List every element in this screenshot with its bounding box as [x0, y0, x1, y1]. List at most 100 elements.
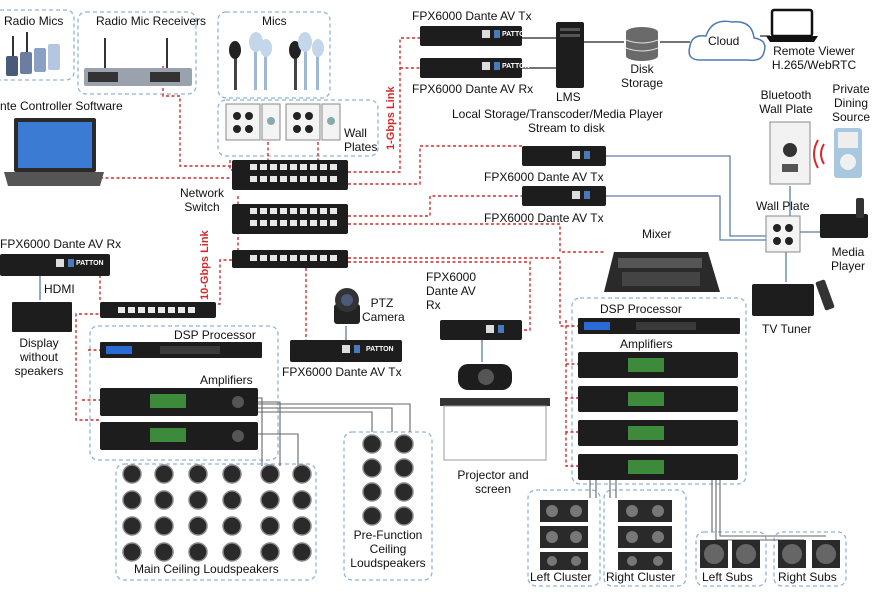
display-label: Display without speakers: [14, 336, 64, 378]
link-smallswitch-dsp: [75, 313, 104, 421]
ipod-icon: [834, 128, 862, 178]
fpx-tx-mid2-label: FPX6000 Dante AV Tx: [484, 211, 604, 225]
bluetooth-wall-plate-label: Bluetooth Wall Plate: [759, 88, 813, 116]
radio-mics-group: [0, 9, 75, 81]
dsp-processor-right-icon: [578, 318, 740, 334]
left-subs-label: Left Subs: [702, 570, 753, 584]
wall-plate-xlr-icons: [225, 103, 341, 141]
local-storage-label: Local Storage/Transcoder/Media Player: [452, 107, 663, 121]
wall-plates-label: Wall Plates: [344, 126, 378, 154]
left-cluster-speakers-icons: [540, 500, 588, 570]
microphones-icon: [229, 32, 324, 90]
projection-screen-icon: [440, 398, 550, 461]
laptop-icon: [4, 118, 104, 186]
left-audio-group: [89, 325, 279, 461]
radio-mics-label: Radio Mics: [4, 14, 64, 28]
left-subs-icons: [700, 540, 760, 568]
lms-server-icon: [556, 22, 584, 88]
right-audio-group: [571, 297, 747, 485]
wire-left-prefunction: [258, 403, 411, 432]
left-subs-group: [695, 531, 767, 587]
lms-label: LMS: [556, 90, 581, 104]
remote-viewer-label: Remote Viewer H.265/WebRTC: [771, 44, 857, 72]
main-ceiling-label: Main Ceiling Loudspeakers: [134, 562, 279, 576]
receivers-group: [77, 11, 197, 95]
dsp-left-label: DSP Processor: [174, 328, 256, 342]
link-switch3-proj: [348, 261, 531, 331]
mixer-icon: [604, 252, 720, 292]
radio-receiver-icon: [84, 38, 192, 86]
link-mixer: [348, 223, 606, 253]
link-tx1-switch: [348, 145, 522, 185]
link-wallplates-switch: [267, 142, 319, 160]
right-subs-label: Right Subs: [778, 570, 837, 584]
mixer-label: Mixer: [642, 227, 672, 241]
link-tx1-wallplate: [606, 155, 766, 237]
fpx-rx-top-label: FPX6000 Dante AV Rx: [412, 82, 534, 96]
amplifiers-left-icon: [100, 388, 258, 450]
pre-function-group: [343, 431, 433, 581]
brand-mark-rx-top: PATTON: [502, 63, 530, 70]
amplifiers-left-label: Amplifiers: [200, 373, 253, 387]
remote-controller-software-label: nte Controller Software: [0, 99, 123, 113]
fpx-tx-mid1-device: [522, 146, 606, 166]
link-1gbps-label: 1-Gbps Link: [385, 86, 397, 150]
left-cluster-group: [527, 489, 601, 587]
media-player-label: Media Player: [830, 245, 865, 273]
disk-storage-icon: [625, 27, 659, 61]
right-cluster-group: [603, 489, 687, 587]
link-10gbps-label: 10-Gbps Link: [199, 230, 211, 300]
dsp-right-label: DSP Processor: [600, 302, 682, 316]
fpx-tx-mid1-label: FPX6000 Dante AV Tx: [484, 170, 604, 184]
link-switch3-right: [348, 257, 578, 327]
dsp-processor-left-icon: [100, 342, 262, 358]
private-dining-source-label: Private Dining Source: [831, 82, 871, 124]
bluetooth-wall-plate-icon: [769, 121, 811, 185]
amplifiers-right-icon: [578, 352, 738, 480]
wire-right-clusters: [589, 474, 617, 498]
stream-to-disk-label: Stream to disk: [528, 121, 605, 135]
right-cluster-speakers-icons: [618, 500, 672, 570]
amplifiers-right-label: Amplifiers: [620, 337, 673, 351]
network-switch-2: [232, 204, 348, 234]
tv-tuner-label: TV Tuner: [762, 322, 812, 336]
media-player-icon: [820, 198, 868, 238]
pre-function-label: Pre-Function Ceiling Loudspeakers: [350, 528, 426, 570]
fpx-rx-top-device: [420, 58, 522, 78]
network-switch-3: [232, 250, 348, 268]
main-ceiling-group: [115, 463, 317, 581]
cloud-icon: [688, 20, 766, 62]
fpx-rx-left-label: FPX6000 Dante AV Rx: [0, 237, 122, 251]
wire-right-subs: [711, 474, 826, 541]
cloud-label: Cloud: [708, 34, 740, 48]
wire-left-main: [258, 397, 299, 466]
link-1gbps: [348, 37, 420, 173]
radio-mics-icon: [6, 32, 60, 76]
link-tx2-wallplate: [606, 195, 766, 241]
hdmi-label: HDMI: [44, 282, 75, 296]
brand-mark-rx-left: PATTON: [76, 260, 104, 267]
wall-plate-label: Wall Plate: [756, 199, 810, 213]
fpx-tx-top-label: FPX6000 Dante AV Tx: [412, 9, 532, 23]
link-right-amps: [565, 320, 578, 467]
ptz-camera-icon: [334, 288, 360, 324]
display-icon: [12, 302, 72, 332]
network-switch-label: Network Switch: [179, 186, 224, 214]
main-ceiling-speakers-icons: [122, 464, 312, 562]
fpx-rx-proj-device: [440, 320, 522, 340]
right-cluster-label: Right Cluster: [606, 570, 676, 584]
fpx-rx-proj-label: FPX6000 Dante AV Rx: [426, 270, 477, 312]
small-network-switch: [100, 302, 216, 318]
pre-function-speakers-icons: [362, 434, 414, 526]
remote-viewer-laptop-icon: [766, 8, 818, 42]
right-subs-icons: [778, 540, 840, 568]
fpx-rx-left-device: [0, 254, 110, 276]
radio-mic-receivers-label: Radio Mic Receivers: [96, 14, 207, 28]
network-switch-1: [232, 160, 348, 190]
fpx-tx-top-device: [420, 26, 522, 46]
ptz-camera-label: PTZ Camera: [362, 296, 405, 324]
fpx-tx-mid2-device: [522, 186, 606, 206]
left-cluster-label: Left Cluster: [530, 570, 592, 584]
wireless-signal-icon: [813, 139, 825, 169]
